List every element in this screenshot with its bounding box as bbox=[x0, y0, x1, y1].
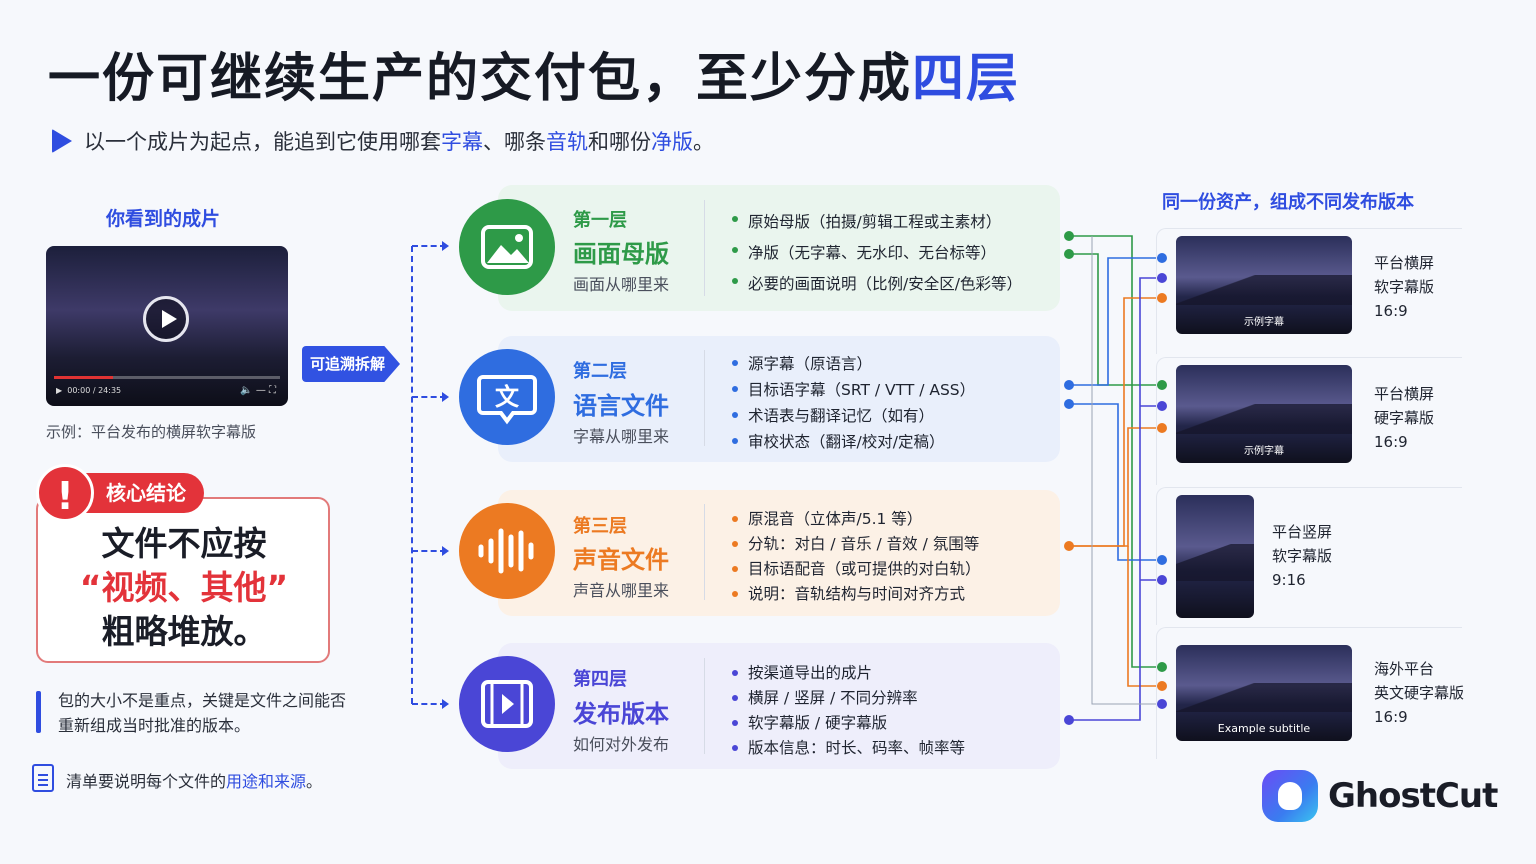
dashed-arrow bbox=[412, 392, 449, 402]
list-item: 原始母版（拍摄/剪辑工程或主素材） bbox=[732, 207, 1022, 238]
alert-icon: ! bbox=[36, 464, 94, 522]
video-controls-icon[interactable]: 🔈 — ⛶ bbox=[240, 385, 276, 396]
list-item: 净版（无字幕、无水印、无台标等） bbox=[732, 238, 1022, 269]
list-item: 原混音（立体声/5.1 等） bbox=[732, 507, 981, 532]
layer-card-4 bbox=[498, 643, 1060, 769]
version-thumbnail[interactable]: 示例字幕 bbox=[1176, 365, 1352, 463]
version-panel bbox=[1156, 228, 1462, 354]
version-thumbnail[interactable]: Example subtitle bbox=[1176, 645, 1352, 741]
divider bbox=[704, 350, 705, 446]
version-panel bbox=[1156, 357, 1462, 485]
list-item: 目标语字幕（SRT / VTT / ASS） bbox=[732, 377, 975, 403]
version-thumbnail[interactable] bbox=[1176, 495, 1254, 618]
list-item: 术语表与翻译记忆（如有） bbox=[732, 403, 975, 429]
version-panel bbox=[1156, 627, 1462, 759]
right-heading: 同一份资产，组成不同发布版本 bbox=[1162, 192, 1414, 213]
conclusion-tag: 核心结论 bbox=[78, 473, 204, 513]
translate-icon: 文 bbox=[459, 349, 555, 445]
layer-name: 画面母版 bbox=[573, 240, 669, 268]
checklist-note: 清单要说明每个文件的用途和来源。 bbox=[66, 772, 323, 791]
layer-number: 第四层 bbox=[573, 669, 627, 690]
layer-card-3 bbox=[498, 490, 1060, 616]
dashed-arrow bbox=[412, 241, 449, 251]
note-text: 包的大小不是重点，关键是文件之间能否重新组成当时批准的版本。 bbox=[58, 691, 347, 735]
list-item: 分轨：对白 / 音乐 / 音效 / 氛围等 bbox=[732, 532, 981, 557]
svg-text:文: 文 bbox=[495, 383, 520, 411]
divider bbox=[704, 658, 705, 754]
dashed-arrow bbox=[412, 699, 449, 709]
page-title: 一份可继续生产的交付包，至少分成四层 bbox=[48, 49, 1021, 109]
layer-sub: 字幕从哪里来 bbox=[573, 427, 670, 446]
divider bbox=[704, 200, 705, 296]
divider bbox=[704, 504, 705, 600]
list-item: 源字幕（原语言） bbox=[732, 351, 975, 377]
list-item: 软字幕版 / 硬字幕版 bbox=[732, 711, 965, 736]
layer-number: 第一层 bbox=[573, 210, 627, 231]
video-player[interactable]: ▶ 00:00 / 24:35 🔈 — ⛶ bbox=[46, 246, 288, 406]
layer-bullets: 按渠道导出的成片 横屏 / 竖屏 / 不同分辨率 软字幕版 / 硬字幕版 版本信… bbox=[732, 661, 965, 761]
layer-bullets: 原混音（立体声/5.1 等） 分轨：对白 / 音乐 / 音效 / 氛围等 目标语… bbox=[732, 507, 981, 607]
list-item: 目标语配音（或可提供的对白轨） bbox=[732, 557, 981, 582]
layer-number: 第三层 bbox=[573, 516, 627, 537]
version-thumbnail[interactable]: 示例字幕 bbox=[1176, 236, 1352, 334]
layer-number: 第二层 bbox=[573, 361, 627, 382]
layer-bullets: 源字幕（原语言） 目标语字幕（SRT / VTT / ASS） 术语表与翻译记忆… bbox=[732, 351, 975, 455]
brand-name: GhostCut bbox=[1328, 776, 1498, 816]
video-progress-bar[interactable] bbox=[54, 376, 280, 379]
list-item: 审校状态（翻译/校对/定稿） bbox=[732, 429, 975, 455]
conclusion-text: 文件不应按 “视频、其他” 粗略堆放。 bbox=[79, 524, 289, 651]
layer-sub: 如何对外发布 bbox=[573, 735, 670, 754]
document-icon bbox=[32, 764, 54, 792]
layer-card-1 bbox=[498, 185, 1060, 311]
layer-name: 语言文件 bbox=[573, 392, 669, 420]
layer-sub: 声音从哪里来 bbox=[573, 581, 670, 600]
layer-card-2 bbox=[498, 336, 1060, 462]
list-item: 说明：音轨结构与时间对齐方式 bbox=[732, 582, 981, 607]
video-caption: 示例：平台发布的横屏软字幕版 bbox=[46, 423, 257, 441]
list-item: 按渠道导出的成片 bbox=[732, 661, 965, 686]
audio-wave-icon bbox=[459, 503, 555, 599]
page-subtitle: 以一个成片为起点，能追到它使用哪套字幕、哪条音轨和哪份净版。 bbox=[52, 126, 714, 156]
layer-sub: 画面从哪里来 bbox=[573, 275, 670, 294]
play-button[interactable] bbox=[143, 296, 189, 342]
left-heading: 你看到的成片 bbox=[106, 208, 221, 230]
ghostcut-logo-icon bbox=[1262, 770, 1318, 822]
list-item: 必要的画面说明（比例/安全区/色彩等） bbox=[732, 269, 1022, 300]
list-item: 横屏 / 竖屏 / 不同分辨率 bbox=[732, 686, 965, 711]
version-panel bbox=[1156, 487, 1462, 625]
image-icon bbox=[459, 199, 555, 295]
layer-name: 发布版本 bbox=[573, 700, 669, 728]
note-accent-bar bbox=[36, 691, 41, 733]
video-time: ▶ 00:00 / 24:35 bbox=[56, 386, 122, 395]
trace-label: 可追溯拆解 bbox=[302, 346, 400, 382]
dashed-arrow bbox=[412, 546, 449, 556]
dashed-connector bbox=[411, 246, 413, 704]
play-triangle-icon bbox=[52, 129, 72, 153]
list-item: 版本信息：时长、码率、帧率等 bbox=[732, 736, 965, 761]
layer-bullets: 原始母版（拍摄/剪辑工程或主素材） 净版（无字幕、无水印、无台标等） 必要的画面… bbox=[732, 207, 1022, 300]
layer-name: 声音文件 bbox=[573, 546, 669, 574]
film-icon bbox=[459, 656, 555, 752]
